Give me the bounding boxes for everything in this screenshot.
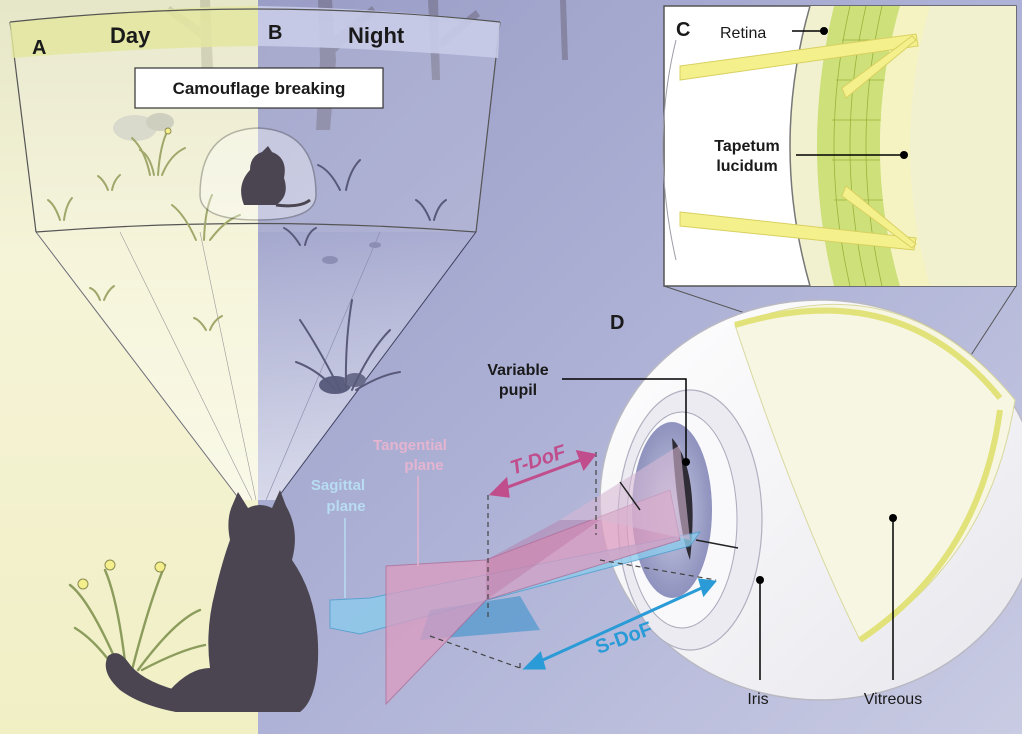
camouflage-callout: Camouflage breaking: [134, 67, 384, 109]
pupil-label-line1: Variable: [487, 362, 548, 379]
pupil-width-arrows: [619, 481, 739, 549]
panel-label-a: A: [32, 37, 46, 59]
dof-dashes: [429, 452, 717, 669]
night-label: Night: [348, 23, 405, 48]
sagittal-label-line2: plane: [326, 498, 365, 515]
panel-label-d: D: [610, 312, 624, 334]
panel-label-b: B: [268, 22, 282, 44]
tapetum-label-line1: Tapetum: [714, 138, 779, 155]
retina-inset: [662, 5, 1017, 287]
t-dof-arrow: [488, 450, 597, 498]
header-band-day: [10, 6, 258, 58]
header-band-night: [258, 6, 500, 58]
sagittal-label-line1: Sagittal: [311, 477, 365, 494]
tangential-plane: [385, 445, 690, 706]
tangential-label-line1: Tangential: [373, 437, 447, 454]
vitreous-label: Vitreous: [864, 691, 922, 708]
camouflage-callout-text: Camouflage breaking: [173, 79, 346, 98]
cat-silhouette: [166, 490, 319, 712]
iris-leader: [756, 576, 764, 680]
vitreous-leader: [889, 514, 897, 680]
cat-tail: [105, 653, 176, 712]
magnifier: [199, 127, 317, 221]
flowers: [77, 127, 172, 590]
tangential-label-line2: plane: [404, 457, 443, 474]
grass: [47, 129, 447, 672]
light-rays: [679, 33, 919, 251]
retina-label: Retina: [720, 25, 766, 42]
s-dof-arrow: [522, 578, 717, 670]
iris-label: Iris: [747, 691, 768, 708]
pupil-label-line2: pupil: [499, 382, 537, 399]
panel-label-c: C: [676, 19, 690, 41]
day-label: Day: [110, 23, 151, 48]
pupil-leader: [562, 378, 690, 466]
eye: [599, 299, 1022, 701]
tapetum-label-line2: lucidum: [716, 158, 777, 175]
